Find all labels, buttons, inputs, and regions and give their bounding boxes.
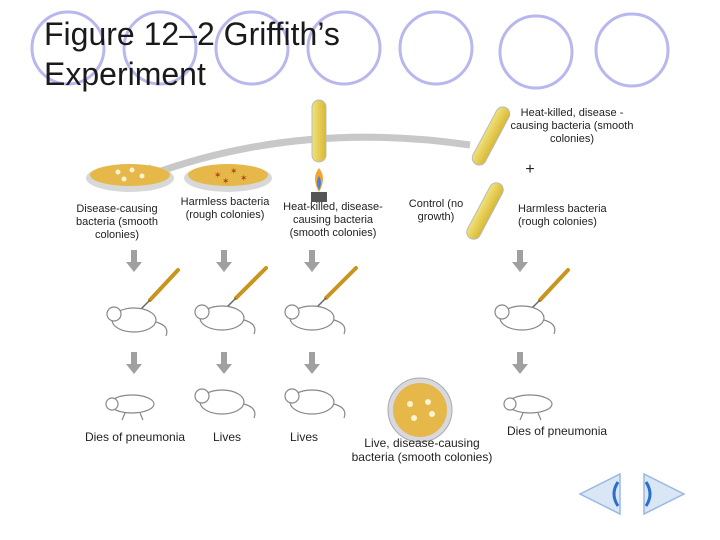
svg-text:✶: ✶ [230, 166, 238, 176]
svg-text:✶: ✶ [222, 176, 230, 186]
next-button[interactable] [643, 472, 686, 516]
chevron-left-icon [612, 481, 620, 507]
mouse-1-live [106, 306, 168, 337]
syringe-5 [538, 268, 570, 302]
down-arrow-1b [126, 352, 142, 374]
down-arrow-1a [126, 250, 142, 272]
syringe-1 [148, 268, 180, 302]
down-arrow-5b [512, 352, 528, 374]
label-heat-killed-top: Heat-killed, disease -causing bacteria (… [510, 107, 634, 145]
heated-test-tube [311, 99, 327, 202]
prev-button[interactable] [578, 472, 621, 516]
petri-dish-result [387, 377, 453, 443]
title-line-1: Figure 12–2 Griffith’s [44, 16, 340, 52]
plus-sign: + [525, 161, 535, 178]
down-arrow-2b [216, 352, 232, 374]
svg-text:✶: ✶ [214, 170, 222, 180]
background-circles [30, 10, 670, 90]
mouse-3-live [284, 304, 346, 335]
outcome-col1: Dies of pneumonia [84, 430, 186, 444]
mouse-2-live [194, 304, 256, 335]
down-arrow-2a [216, 250, 232, 272]
syringe-3 [324, 266, 358, 300]
petri-dish-smooth [86, 164, 174, 192]
page-title: Figure 12–2 Griffith’s Experiment [44, 14, 444, 94]
label-disease-causing: Disease-causing bacteria (smooth colonie… [76, 203, 158, 241]
label-harmless-rough: Harmless bacteria (rough colonies) [180, 196, 270, 221]
mouse-3-lives [284, 388, 346, 419]
tube-harmless [466, 182, 504, 240]
down-arrow-3b [304, 352, 320, 374]
petri-dish-rough: ✶ ✶ ✶ ✶ [184, 164, 272, 192]
tube-heat-killed [471, 106, 511, 166]
outcome-col3: Lives [289, 430, 318, 444]
syringe-2 [234, 266, 268, 300]
outcome-col2: Lives [212, 430, 241, 444]
label-control: Control (no growth) [408, 198, 464, 223]
label-heat-killed: Heat-killed, disease-causing bacteria (s… [283, 201, 383, 239]
mouse-2-lives [194, 388, 256, 419]
mouse-1-dead [105, 394, 155, 421]
curved-arrow [148, 133, 471, 179]
title-line-2: Experiment [44, 56, 206, 92]
outcome-col4: Live, disease-causing bacteria (smooth c… [351, 436, 493, 464]
down-arrow-5a [512, 250, 528, 272]
down-arrow-3a [304, 250, 320, 272]
mouse-5-live [494, 304, 556, 335]
label-harmless-right: Harmless bacteria (rough colonies) [518, 203, 607, 228]
chevron-right-icon [644, 481, 652, 507]
mouse-5-dead [503, 394, 553, 421]
svg-text:✶: ✶ [240, 173, 248, 183]
outcome-col5: Dies of pneumonia [506, 424, 608, 438]
